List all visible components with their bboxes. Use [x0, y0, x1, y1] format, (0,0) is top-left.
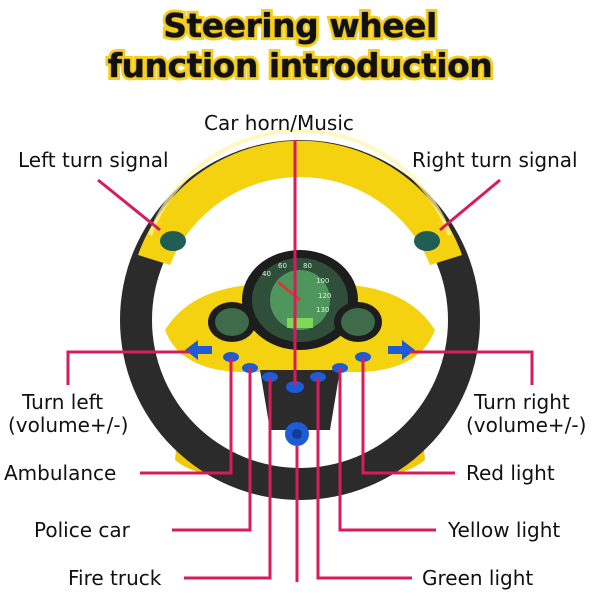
- turn-left-button: [185, 340, 212, 360]
- title-line-1: Steering wheel: [160, 3, 440, 48]
- label-turn-left: Turn left: [22, 390, 104, 414]
- label-green-light: Green light: [422, 566, 534, 590]
- turn-right-pointer: [410, 350, 534, 385]
- right-signal-pointer: [439, 178, 501, 232]
- label-turn-right-volume: (volume+/-): [466, 413, 587, 437]
- left-signal-pointer: [97, 178, 161, 232]
- gauge-display: [287, 318, 313, 328]
- right-signal-lamp: [414, 231, 440, 251]
- left-gauge-face: [215, 308, 249, 336]
- gauge-tick: 120: [318, 292, 331, 300]
- fire-truck-pointer: [184, 377, 272, 580]
- green-light-pointer: [316, 377, 412, 580]
- gauge-tick: 40: [262, 270, 271, 278]
- horn-button: [286, 381, 304, 393]
- red-light-pointer: [361, 357, 455, 475]
- label-car-horn: Car horn/Music: [204, 111, 354, 135]
- label-yellow-light: Yellow light: [448, 518, 561, 542]
- gauge-tick: 130: [316, 306, 329, 314]
- turn-right-button: [388, 340, 415, 360]
- gauge-tick: 100: [316, 277, 329, 285]
- wheel-lower-spoke: [260, 370, 340, 430]
- pointer-lines: [66, 140, 534, 582]
- left-signal-lamp: [160, 231, 186, 251]
- label-right-turn-signal: Right turn signal: [412, 148, 578, 172]
- wheel-top-yellow: [138, 140, 462, 265]
- label-ambulance: Ambulance: [4, 461, 117, 485]
- label-red-light: Red light: [466, 461, 555, 485]
- key-knob-center: [292, 429, 302, 439]
- label-turn-right: Turn right: [474, 390, 570, 414]
- turn-left-pointer: [66, 350, 190, 385]
- label-fire-truck: Fire truck: [68, 566, 162, 590]
- wheel-top-highlight: [148, 128, 452, 236]
- gauge-tick: 80: [303, 262, 312, 270]
- yellow-light-pointer: [338, 368, 436, 532]
- title-line-2: function introduction: [105, 43, 496, 88]
- label-left-turn-signal: Left turn signal: [18, 148, 169, 172]
- police-pointer: [172, 368, 252, 532]
- label-police-car: Police car: [34, 518, 130, 542]
- right-gauge-face: [341, 308, 375, 336]
- gauge-tick: 60: [278, 262, 287, 270]
- ambulance-pointer: [140, 357, 233, 475]
- label-turn-left-volume: (volume+/-): [8, 413, 129, 437]
